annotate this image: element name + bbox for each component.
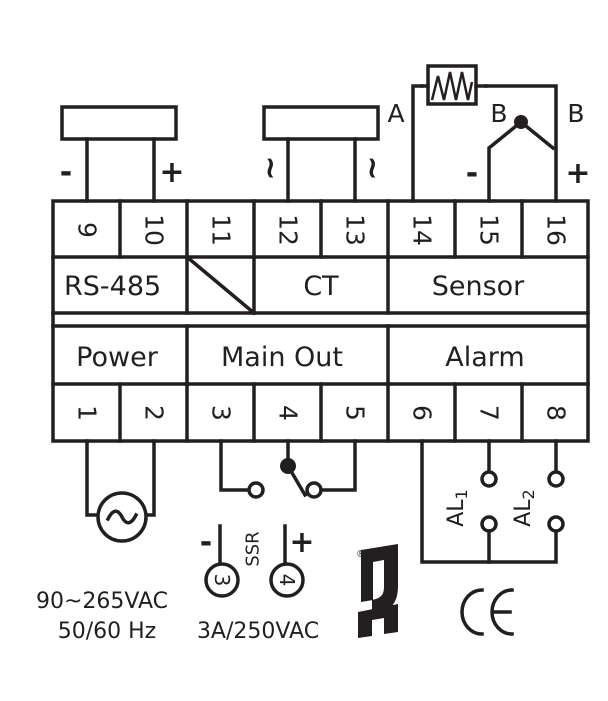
power-spec-voltage: 90~265VAC [36, 589, 168, 614]
specs: 90~265VAC 50/60 Hz 3A/250VAC [36, 589, 319, 644]
ul-recognized-icon: ® [356, 544, 398, 638]
ct-label: CT [303, 271, 339, 302]
al1-label-sub: 1 [452, 489, 471, 499]
alarm-relays: AL1 AL2 [420, 439, 565, 564]
al1-contact-bottom [480, 515, 498, 533]
ul-mark-upper [361, 544, 398, 614]
power-wire-left [85, 439, 99, 517]
sensor-wiring: A B B - + [387, 64, 591, 203]
ac-wave-icon [105, 509, 139, 525]
terminal-1: 1 [73, 405, 102, 421]
rs485-plug [60, 105, 178, 141]
al2-label: AL2 [511, 489, 538, 527]
terminal-11: 11 [207, 214, 236, 246]
sensor-wire-a [411, 84, 424, 203]
power-label: Power [76, 342, 159, 373]
terminal-8: 8 [542, 405, 571, 421]
sensor-plus-sign: + [565, 156, 590, 191]
main-out-label: Main Out [221, 342, 343, 373]
relay-switch-arm [285, 463, 308, 498]
terminal-12: 12 [274, 214, 303, 246]
power-supply [85, 439, 156, 543]
relay-contact-no [247, 481, 265, 499]
rs485-plus-sign: + [159, 155, 184, 190]
thermocouple-junction [487, 119, 556, 203]
terminal-13: 13 [341, 214, 370, 246]
alarm-label: Alarm [445, 342, 524, 373]
svg-text:AL1: AL1 [444, 489, 471, 527]
sensor-label-b-right: B [567, 99, 584, 128]
ssr-plus-sign: + [289, 525, 314, 560]
ssr-label: SSR [243, 531, 264, 566]
terminal-7: 7 [475, 405, 504, 421]
rs485-label: RS-485 [64, 271, 161, 302]
ct-plug [262, 105, 380, 141]
rs485-minus-sign: - [60, 155, 72, 190]
section-labels: RS-485 CT Sensor Power Main Out Alarm [64, 271, 525, 373]
relay-contact-nc [305, 481, 323, 499]
terminal-9: 9 [73, 222, 102, 238]
rs485-connector: - + [60, 105, 185, 203]
relay-wire-no [219, 439, 250, 492]
ssr-pin-4-number: 4 [275, 574, 299, 587]
bottom-terminal-dividers [118, 382, 524, 443]
ssr-minus-sign: - [200, 525, 212, 560]
ct-connector: ~ ~ [253, 105, 390, 203]
terminal-14: 14 [408, 214, 437, 246]
ssr-spec: 3A/250VAC [197, 619, 319, 644]
top-terminal-numbers: 9 10 11 12 13 14 15 16 [73, 214, 571, 246]
al2-label-main: AL [511, 499, 536, 527]
sensor-minus-sign: - [466, 156, 478, 191]
al2-contact-top [547, 470, 565, 488]
power-wire-right [145, 439, 156, 517]
blank-cell-diagonal [184, 254, 257, 316]
svg-text:AL2: AL2 [511, 489, 538, 527]
sensor-label: Sensor [432, 271, 525, 302]
power-spec-frequency: 50/60 Hz [58, 619, 156, 644]
sensor-wire-b [484, 84, 558, 203]
ssr-pin-3 [204, 562, 240, 598]
main-out-relay [219, 439, 357, 499]
ce-mark-c [460, 588, 484, 636]
terminal-3: 3 [207, 405, 236, 421]
al2-contact-bottom [547, 515, 565, 533]
al1-label-main: AL [444, 499, 469, 527]
bottom-terminal-numbers: 1 2 3 4 5 6 7 8 [73, 405, 571, 421]
terminal-6: 6 [408, 405, 437, 421]
ssr-pin-4 [269, 562, 305, 598]
ssr-pin-3-number: 3 [210, 574, 234, 587]
sensor-label-a: A [387, 99, 404, 128]
terminal-2: 2 [140, 405, 169, 421]
terminal-15: 15 [475, 214, 504, 246]
ssr-output: - + SSR 3 4 [200, 524, 315, 598]
top-terminal-dividers [118, 199, 524, 259]
al1-label: AL1 [444, 489, 471, 527]
terminal-4: 4 [274, 405, 303, 421]
junction-dot [514, 115, 528, 129]
sensor-label-b-left: B [490, 99, 507, 128]
terminal-block [51, 199, 590, 443]
relay-wire-nc [320, 439, 357, 492]
terminal-16: 16 [542, 214, 571, 246]
ct-tilde-right: ~ [355, 155, 390, 180]
ul-mark-lower [358, 604, 398, 638]
al1-contact-top [480, 470, 498, 488]
rtd-zigzag [430, 71, 474, 101]
ct-tilde-left: ~ [253, 155, 288, 180]
terminal-5: 5 [341, 405, 370, 421]
al2-label-sub: 2 [519, 489, 538, 499]
terminal-10: 10 [140, 214, 169, 246]
ce-mark-icon [460, 588, 514, 636]
